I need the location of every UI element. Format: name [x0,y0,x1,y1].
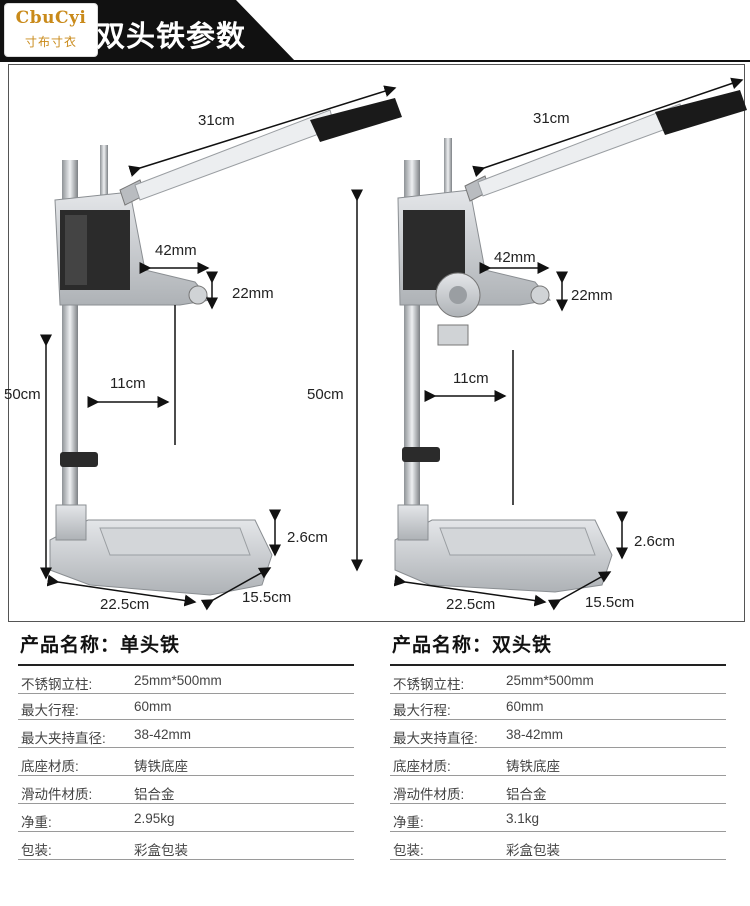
right-dimension-lines [351,77,744,611]
spec-value: 彩盒包装 [134,843,188,858]
double-head-stand-illustration [394,90,747,593]
spec-value: 38-42mm [506,727,564,742]
table-row: 底座材质: 铸铁底座 [390,748,726,776]
spec-value: 60mm [134,699,172,714]
table-row: 最大夹持直径: 38-42mm [390,720,726,748]
right-clamp-height: 22mm [571,287,613,304]
spec-label: 最大行程: [393,703,451,718]
spec-value: 铸铁底座 [134,759,188,774]
spec-table-title: 产品名称：双头铁 [392,635,553,656]
spec-label: 包装: [393,843,424,858]
left-clamp-height: 22mm [232,285,274,302]
spec-table-title: 产品名称：单头铁 [20,635,181,656]
spec-value: 60mm [506,699,544,714]
spec-value: 25mm*500mm [134,673,222,688]
left-column-height: 50cm [4,386,41,403]
product-image-frame [8,64,745,622]
table-row: 包装: 彩盒包装 [18,832,354,860]
left-dimension-lines [40,85,397,611]
right-handle-length: 31cm [533,110,570,127]
logo-text: CbuCyi [15,8,87,28]
right-clamp-width: 42mm [494,249,536,266]
spec-value: 3.1kg [506,811,540,826]
table-row: 净重: 3.1kg [390,804,726,832]
table-row: 滑动件材质: 铝合金 [18,776,354,804]
spec-label: 最大行程: [21,703,79,718]
spec-value: 铝合金 [134,787,175,802]
left-handle-length: 31cm [198,112,235,129]
spec-label: 不锈钢立柱: [21,677,93,692]
spec-label: 最大夹持直径: [393,731,478,746]
table-row: 最大夹持直径: 38-42mm [18,720,354,748]
spec-label: 净重: [393,815,424,830]
spec-label: 底座材质: [393,759,451,774]
left-base-width: 15.5cm [242,589,292,606]
spec-value: 2.95kg [134,811,175,826]
table-row: 包装: 彩盒包装 [390,832,726,860]
table-row: 底座材质: 铸铁底座 [18,748,354,776]
page-title: 双头铁参数 [96,21,247,53]
spec-value: 38-42mm [134,727,192,742]
spec-label: 不锈钢立柱: [393,677,465,692]
table-row: 净重: 2.95kg [18,804,354,832]
table-row: 滑动件材质: 铝合金 [390,776,726,804]
left-clamp-width: 42mm [155,242,197,259]
right-column-height: 50cm [307,386,344,403]
table-row: 不锈钢立柱: 25mm*500mm [390,664,726,694]
right-base-length: 22.5cm [446,596,496,613]
spec-label: 底座材质: [21,759,79,774]
spec-label: 包装: [21,843,52,858]
spec-value: 铸铁底座 [506,759,560,774]
right-base-width: 15.5cm [585,594,635,611]
table-row: 最大行程: 60mm [390,692,726,720]
table-row: 不锈钢立柱: 25mm*500mm [18,664,354,694]
left-base-length: 22.5cm [100,596,150,613]
spec-value: 25mm*500mm [506,673,594,688]
table-row: 最大行程: 60mm [18,692,354,720]
logo-subtext: 寸布寸衣 [24,35,77,49]
left-reach: 11cm [110,375,146,392]
spec-label: 滑动件材质: [393,787,465,802]
right-base-height: 2.6cm [634,533,675,550]
spec-label: 最大夹持直径: [21,731,106,746]
spec-label: 滑动件材质: [21,787,93,802]
left-base-height: 2.6cm [287,529,328,546]
spec-value: 铝合金 [506,787,547,802]
single-head-stand-illustration [49,98,402,596]
header-banner: CbuCyi 寸布寸衣 双头铁参数 [0,0,750,62]
brand-logo: CbuCyi 寸布寸衣 [4,3,98,57]
spec-label: 净重: [21,815,52,830]
spec-value: 彩盒包装 [506,843,560,858]
right-reach: 11cm [453,370,489,387]
